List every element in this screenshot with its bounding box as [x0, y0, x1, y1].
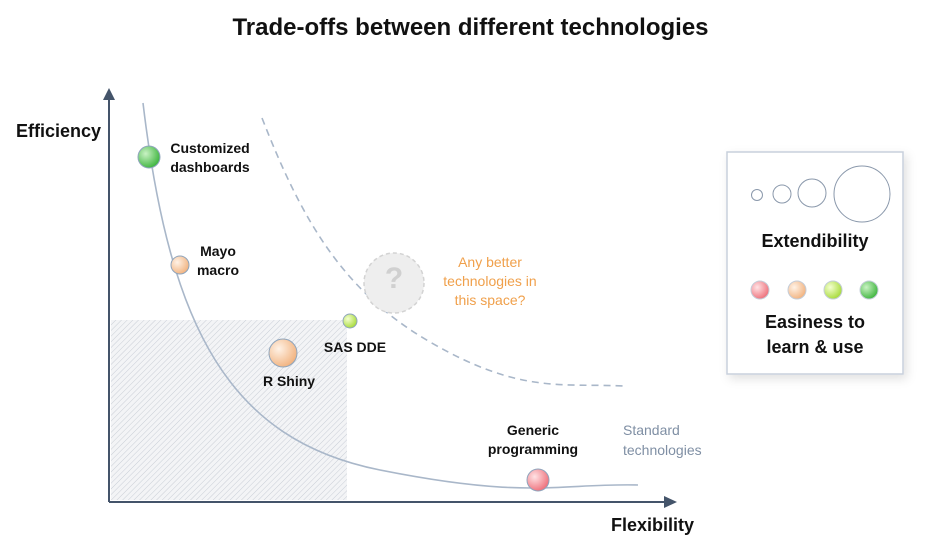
point-generic-programming	[526, 468, 550, 492]
point-mayo-macro	[170, 255, 190, 275]
legend-color-swatch	[859, 280, 879, 300]
page-title: Trade-offs between different technologie…	[232, 14, 709, 41]
legend-size-circle	[751, 189, 763, 201]
label-r-shiny: R Shiny	[262, 373, 316, 389]
hatched-region	[111, 320, 347, 500]
legend-color-swatch	[823, 280, 843, 300]
legend-size-label: Extendibility	[761, 231, 869, 251]
point-r-shiny	[268, 338, 298, 368]
point-sas-dde	[342, 313, 358, 329]
legend-color-swatch	[787, 280, 807, 300]
x-axis-label: Flexibility	[611, 515, 695, 535]
legend-color-label: Easiness to learn & use	[764, 312, 866, 357]
curve-label-box	[613, 414, 721, 464]
label-sas-dde: SAS DDE	[323, 339, 387, 355]
unknown-technology-note: Any better technologies in this space?	[443, 254, 537, 308]
point-customized-dashboards	[137, 145, 161, 169]
standard-technologies-label: Standard technologies	[623, 422, 702, 458]
x-axis-arrow-icon	[664, 496, 677, 508]
question-mark-icon: ?	[384, 262, 404, 295]
label-mayo-macro: Mayo macro	[196, 243, 240, 278]
label-generic-programming: Generic programming	[487, 422, 579, 457]
y-axis-arrow-icon	[103, 88, 115, 100]
y-axis-label: Efficiency	[16, 121, 102, 141]
legend-size-circle	[797, 178, 827, 208]
legend-size-circle	[772, 184, 792, 204]
unknown-technology-bubble	[363, 252, 425, 314]
legend-size-circle	[833, 165, 891, 223]
legend-color-swatch	[750, 280, 770, 300]
label-customized-dashboards: Customized dashboards	[170, 140, 250, 175]
frontier-curve-dashed	[261, 117, 626, 387]
